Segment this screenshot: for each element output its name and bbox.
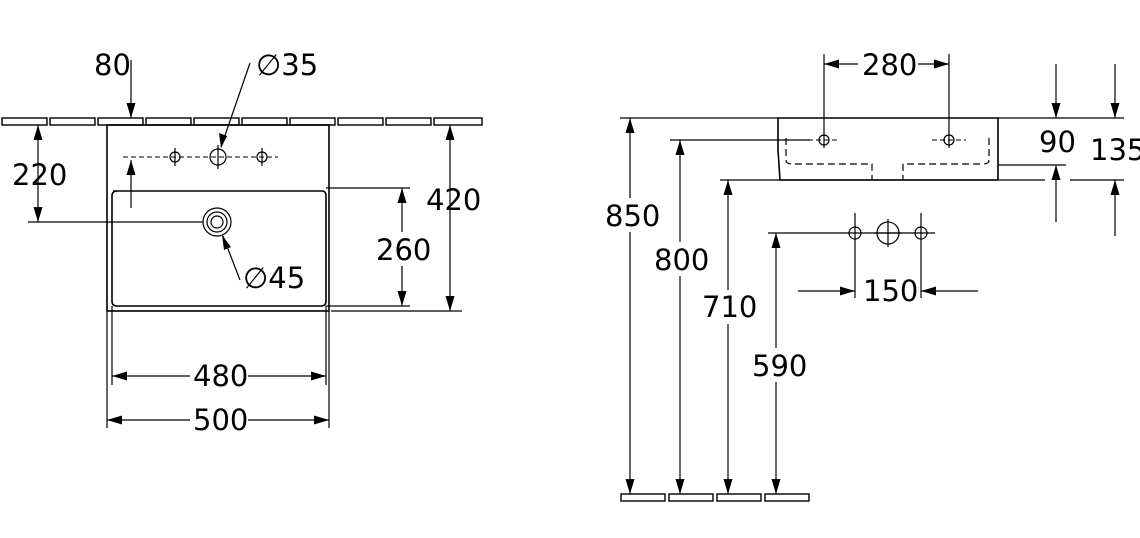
wall-strip bbox=[1, 117, 483, 126]
dim-bottom-height-label: 710 bbox=[702, 290, 757, 324]
dim-bowl-height-label: 135 bbox=[1090, 133, 1140, 167]
supply-holes bbox=[848, 213, 928, 298]
dim-drain-hole: ∅45 bbox=[222, 235, 305, 295]
dim-rim-height: 90 bbox=[998, 64, 1076, 222]
dim-tap-offset: 80 bbox=[94, 48, 136, 208]
dim-tap-offset-label: 80 bbox=[94, 48, 131, 82]
dim-top-height-label: 850 bbox=[605, 199, 660, 233]
dim-hole-spacing-label: 280 bbox=[862, 48, 917, 82]
dim-supply-height: 590 bbox=[752, 232, 935, 494]
dim-supply-height-label: 590 bbox=[752, 349, 807, 383]
dim-total-depth: 420 bbox=[331, 125, 481, 312]
plan-view: 80 ∅35 220 ∅45 420 bbox=[1, 48, 483, 437]
dim-supply-spacing-label: 150 bbox=[863, 274, 918, 308]
tap-holes bbox=[123, 145, 278, 169]
dim-bowl-height: 135 bbox=[1066, 64, 1140, 236]
dim-bowl-depth: 260 bbox=[326, 187, 431, 307]
basin-outline bbox=[106, 124, 330, 312]
dim-tap-height: 800 bbox=[654, 139, 810, 494]
dim-bottom-height: 710 bbox=[702, 179, 1045, 494]
dim-supply-spacing: 150 bbox=[798, 274, 978, 308]
dim-hole-spacing: 280 bbox=[823, 48, 950, 148]
dim-drain-from-wall: 220 bbox=[12, 125, 203, 223]
dim-drain-hole-label: ∅45 bbox=[243, 261, 305, 295]
dim-total-width: 500 bbox=[106, 311, 330, 437]
dim-bowl-width: 480 bbox=[111, 306, 327, 393]
dim-rim-height-label: 90 bbox=[1039, 125, 1076, 159]
dim-tap-height-label: 800 bbox=[654, 243, 709, 277]
side-view: 280 850 800 710 bbox=[605, 48, 1140, 502]
dim-total-depth-label: 420 bbox=[426, 183, 481, 217]
dim-bowl-depth-label: 260 bbox=[376, 233, 431, 267]
basin-side bbox=[777, 117, 999, 181]
dim-total-width-label: 500 bbox=[193, 403, 248, 437]
dim-bowl-width-label: 480 bbox=[193, 359, 248, 393]
dim-top-height: 850 bbox=[605, 117, 778, 494]
dim-drain-from-wall-label: 220 bbox=[12, 158, 67, 192]
floor-strip bbox=[620, 493, 810, 502]
dim-tap-hole: ∅35 bbox=[219, 48, 318, 148]
dim-tap-hole-label: ∅35 bbox=[256, 48, 318, 82]
drain-hole bbox=[202, 207, 232, 237]
